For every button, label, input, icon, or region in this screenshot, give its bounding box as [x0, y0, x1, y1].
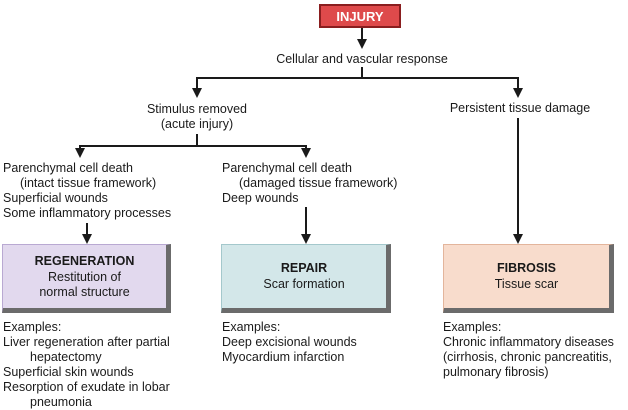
repair-box: REPAIR Scar formation — [221, 244, 391, 313]
fibrosis-example-1-cont-a: (cirrhosis, chronic pancreatitis, — [443, 350, 612, 364]
stimulus-line-1: Stimulus removed — [146, 102, 248, 116]
regeneration-line-1: Restitution of — [48, 269, 121, 284]
regeneration-examples-heading: Examples: — [3, 320, 62, 334]
regeneration-line-2: normal structure — [39, 284, 130, 299]
regeneration-cause-3: Superficial wounds — [3, 191, 108, 205]
repair-cause-1: Parenchymal cell death — [222, 161, 352, 175]
regeneration-cause-2: (intact tissue framework) — [20, 176, 157, 190]
repair-example-2: Myocardium infarction — [222, 350, 345, 364]
repair-line-1: Scar formation — [263, 277, 345, 291]
repair-examples: Examples: Deep excisional wounds Myocard… — [222, 320, 357, 365]
response-label: Cellular and vascular response — [276, 52, 448, 66]
regeneration-examples: Examples: Liver regeneration after parti… — [3, 320, 170, 410]
regeneration-example-3: Resorption of exudate in lobar — [3, 380, 170, 394]
regeneration-example-3-cont: pneumonia — [30, 395, 92, 409]
repair-title: REPAIR — [280, 261, 328, 275]
fibrosis-title: FIBROSIS — [496, 261, 557, 275]
regeneration-example-2: Superficial skin wounds — [3, 365, 134, 379]
regeneration-example-1-cont: hepatectomy — [30, 350, 102, 364]
injury-label: INJURY — [336, 8, 384, 24]
fibrosis-line-1: Tissue scar — [494, 277, 559, 291]
injury-box: INJURY — [319, 4, 401, 28]
regeneration-title: REGENERATION — [34, 253, 135, 268]
repair-example-1: Deep excisional wounds — [222, 335, 357, 349]
fibrosis-examples: Examples: Chronic inflammatory diseases … — [443, 320, 614, 380]
regeneration-example-1: Liver regeneration after partial — [3, 335, 170, 349]
repair-cause-3: Deep wounds — [222, 191, 299, 205]
regeneration-cause-1: Parenchymal cell death — [3, 161, 133, 175]
repair-examples-heading: Examples: — [222, 320, 281, 334]
regeneration-box: REGENERATION Restitution of normal struc… — [2, 244, 171, 313]
repair-cause-2: (damaged tissue framework) — [239, 176, 398, 190]
fibrosis-box: FIBROSIS Tissue scar — [443, 244, 614, 313]
fibrosis-example-1: Chronic inflammatory diseases — [443, 335, 614, 349]
regeneration-cause-4: Some inflammatory processes — [3, 206, 172, 220]
stimulus-removed-label: Stimulus removed (acute injury) — [117, 102, 277, 132]
fibrosis-example-1-cont-b: pulmonary fibrosis) — [443, 365, 549, 379]
regeneration-causes: Parenchymal cell death (intact tissue fr… — [3, 161, 171, 221]
fibrosis-examples-heading: Examples: — [443, 320, 502, 334]
persistent-damage-label: Persistent tissue damage — [449, 101, 591, 115]
stimulus-line-2: (acute injury) — [160, 117, 234, 131]
repair-causes: Parenchymal cell death (damaged tissue f… — [222, 161, 397, 206]
